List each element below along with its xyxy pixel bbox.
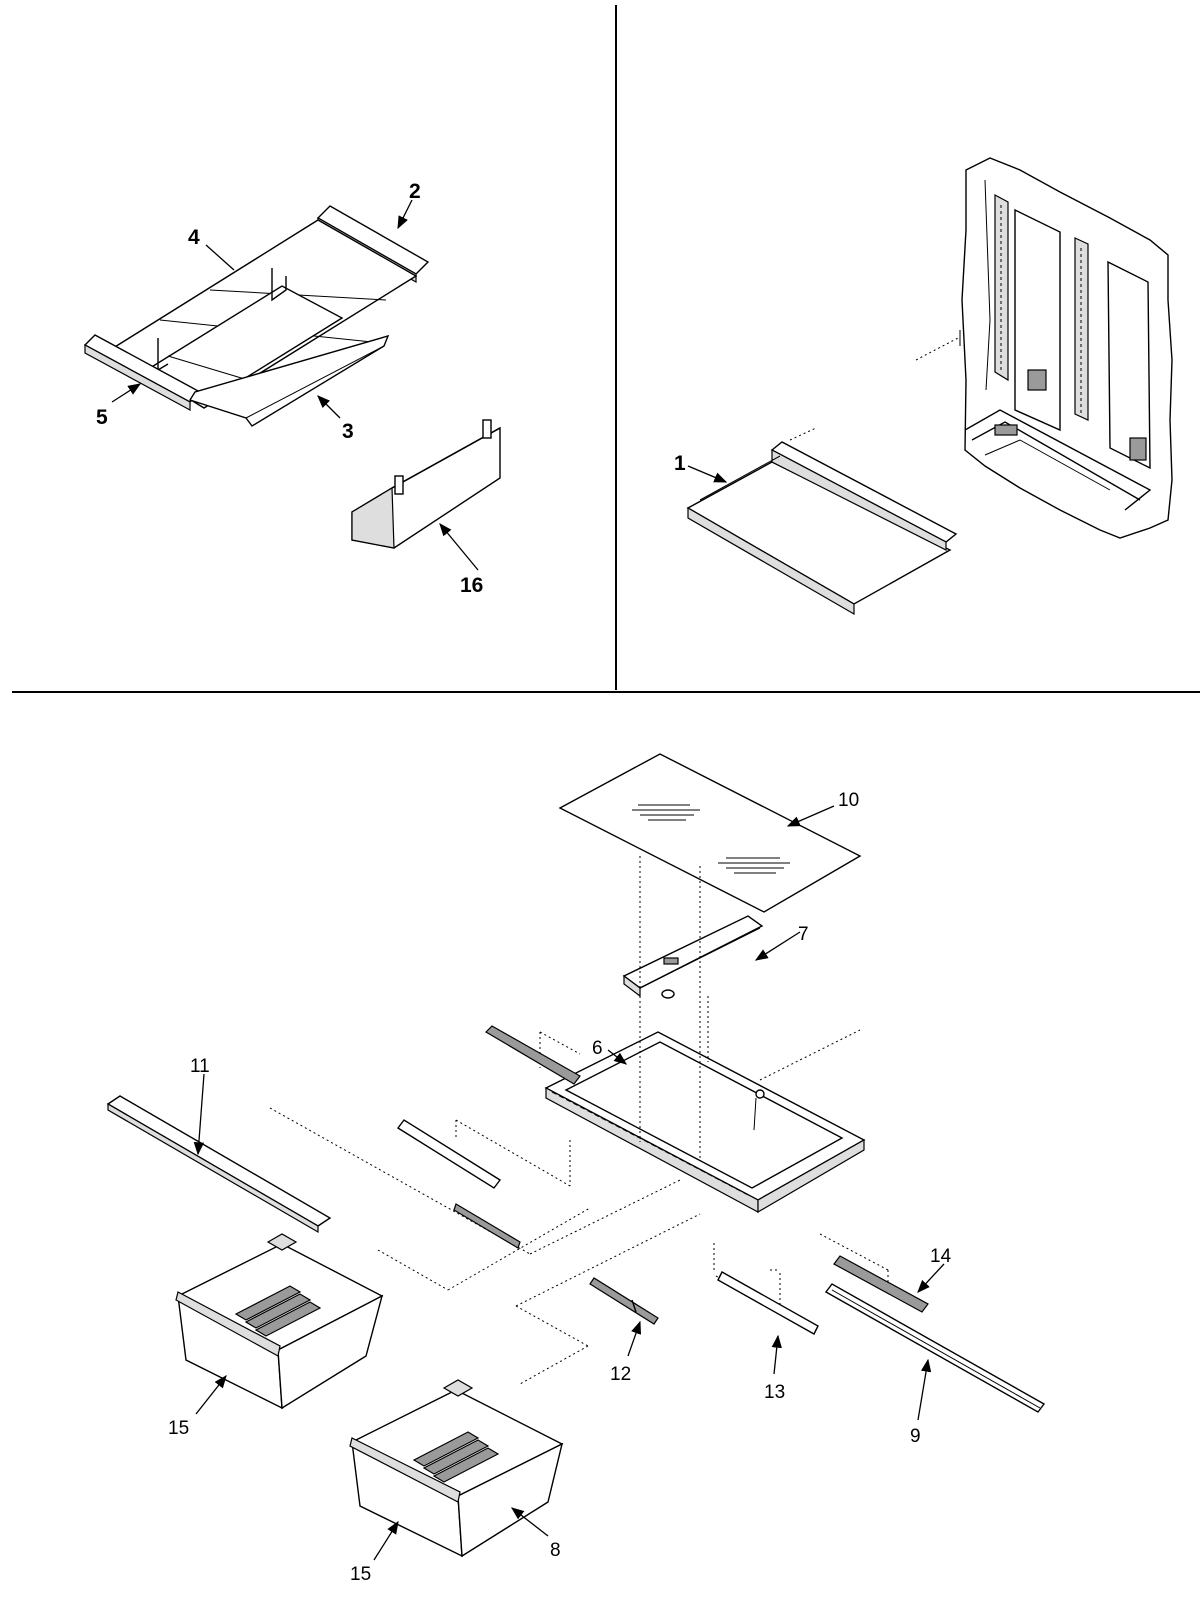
callout-4: 4 xyxy=(188,226,200,249)
callout-15-lower: 15 xyxy=(350,1564,371,1585)
crisper-cover-assembly xyxy=(83,205,430,427)
crisper-front-rail xyxy=(106,1095,332,1234)
callout-2: 2 xyxy=(409,180,421,203)
crisper-frame xyxy=(544,1031,866,1214)
refrigerator-liner xyxy=(961,157,1173,539)
side-rail-long xyxy=(824,1283,1046,1413)
slide-bracket xyxy=(622,915,764,999)
callout-15-upper: 15 xyxy=(168,1418,189,1439)
callout-11: 11 xyxy=(190,1056,210,1077)
callout-13: 13 xyxy=(764,1382,785,1403)
callout-8: 8 xyxy=(550,1540,561,1561)
callout-3: 3 xyxy=(342,420,354,443)
support-rod xyxy=(717,1271,819,1335)
callout-6: 6 xyxy=(592,1038,603,1059)
callout-1: 1 xyxy=(674,452,686,475)
callout-5: 5 xyxy=(96,406,108,429)
left-rail-middle xyxy=(396,1119,502,1189)
axle-small xyxy=(453,1203,521,1249)
side-rail-short xyxy=(833,1255,929,1313)
glass-shelf xyxy=(686,441,958,616)
callout-7: 7 xyxy=(798,924,809,945)
crisper-drawer-lower xyxy=(349,1379,564,1558)
callout-10: 10 xyxy=(838,790,859,811)
left-rail-upper xyxy=(485,1025,581,1085)
crisper-divider xyxy=(351,419,501,549)
callout-12: 12 xyxy=(610,1364,631,1385)
callout-9: 9 xyxy=(910,1426,921,1447)
crisper-glass xyxy=(558,753,862,913)
slide-clip xyxy=(589,1277,659,1325)
crisper-drawer-upper xyxy=(175,1233,384,1410)
callout-14: 14 xyxy=(930,1246,952,1267)
callout-16: 16 xyxy=(460,574,483,597)
